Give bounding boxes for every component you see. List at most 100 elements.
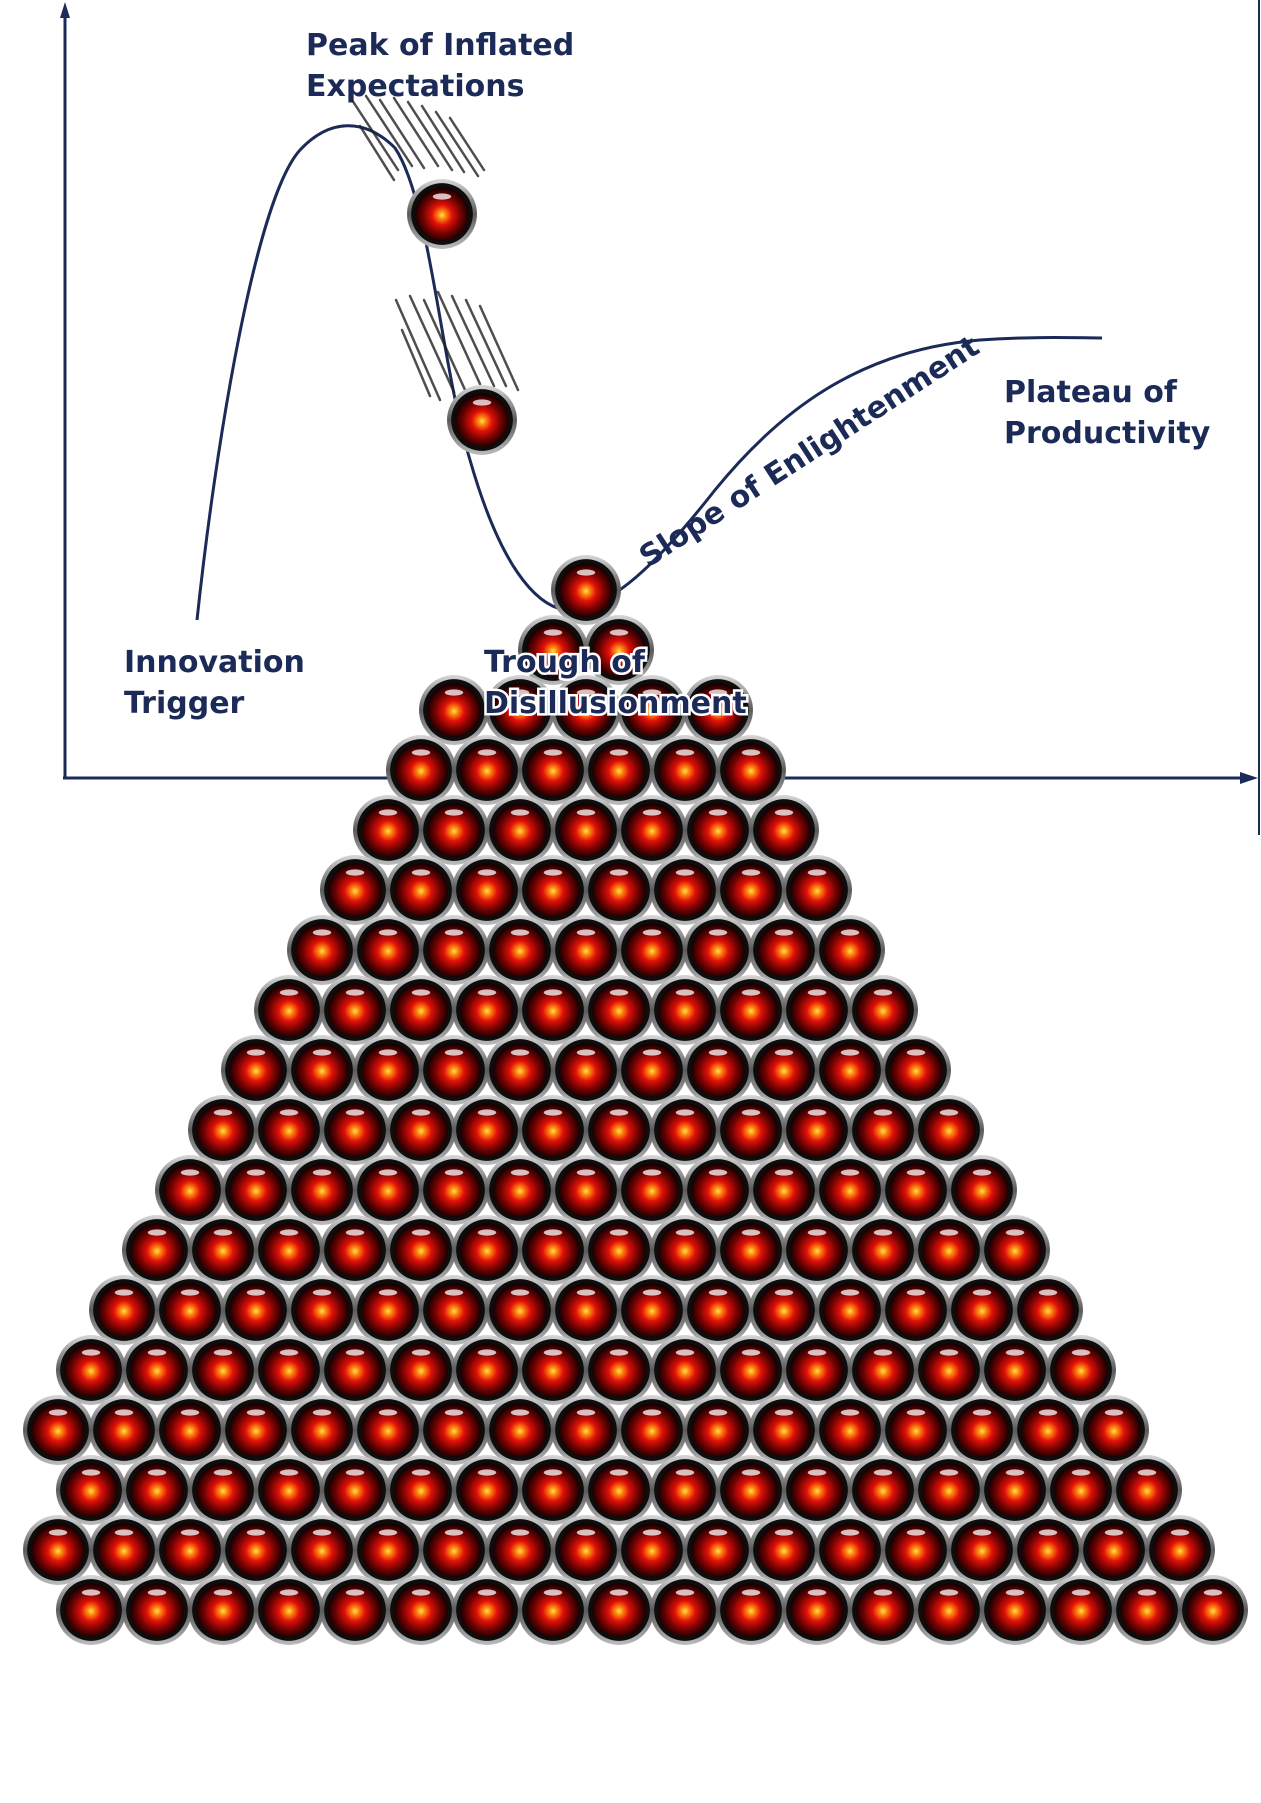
hal-9000-eye-icon <box>551 915 621 985</box>
hal-9000-eye-icon <box>551 795 621 865</box>
hal-9000-eye-icon <box>617 915 687 985</box>
hal-9000-eye-icon <box>155 1395 225 1465</box>
hal-9000-eye-icon <box>419 915 489 985</box>
hal-9000-eye-icon <box>650 1575 720 1645</box>
hal-9000-eye-icon <box>782 1215 852 1285</box>
hal-9000-eye-icon <box>287 1155 357 1225</box>
hal-9000-eye-icon <box>452 855 522 925</box>
hal-9000-eye-icon <box>188 1215 258 1285</box>
hal-9000-eye-icon <box>617 795 687 865</box>
hal-9000-eye-icon <box>617 1155 687 1225</box>
hal-9000-eye-icon <box>419 675 489 745</box>
hal-9000-eye-icon <box>683 1395 753 1465</box>
hal-9000-eye-icon <box>782 1335 852 1405</box>
hal-9000-eye-icon <box>650 735 720 805</box>
hal-9000-eye-icon <box>56 1335 126 1405</box>
hal-9000-eye-icon <box>254 1215 324 1285</box>
hal-9000-eye-icon <box>518 1455 588 1525</box>
hal-9000-eye-icon <box>1013 1275 1083 1345</box>
hal-9000-eye-icon <box>584 1335 654 1405</box>
hal-9000-eye-icon <box>881 1155 951 1225</box>
hal-9000-eye-icon <box>353 1275 423 1345</box>
hal-9000-eye-icon <box>485 1035 555 1105</box>
hal-9000-eye-icon <box>419 795 489 865</box>
hal-9000-eye-icon <box>848 1455 918 1525</box>
hal-9000-eye-icon <box>617 1275 687 1345</box>
hal-9000-eye-icon <box>1046 1455 1116 1525</box>
hal-9000-eye-icon <box>716 1335 786 1405</box>
hal-9000-eye-icon <box>353 1515 423 1585</box>
hal-9000-eye-icon <box>1178 1575 1248 1645</box>
hal-9000-eye-icon <box>287 1035 357 1105</box>
hal-9000-eye-icon <box>683 1515 753 1585</box>
y-axis-arrow <box>60 2 70 18</box>
hal-9000-eye-icon <box>89 1395 159 1465</box>
hal-9000-eye-icon <box>89 1515 159 1585</box>
hal-9000-eye-icon <box>1013 1515 1083 1585</box>
hal-9000-eye-icon <box>122 1455 192 1525</box>
hal-9000-eye-icon <box>221 1155 291 1225</box>
hal-9000-eye-icon <box>56 1575 126 1645</box>
hal-9000-eye-icon <box>683 1275 753 1345</box>
hal-9000-eye-icon <box>584 1455 654 1525</box>
hal-9000-eye-icon <box>518 855 588 925</box>
hal-9000-eye-icon <box>914 1215 984 1285</box>
hal-9000-eye-icon <box>452 975 522 1045</box>
hal-9000-eye-icon <box>485 915 555 985</box>
hal-9000-eye-icon <box>650 855 720 925</box>
hal-9000-eye-icon <box>386 1455 456 1525</box>
hal-9000-eye-icon <box>980 1215 1050 1285</box>
hal-9000-eye-icon <box>452 1575 522 1645</box>
hal-9000-eye-icon <box>254 1455 324 1525</box>
hal-9000-eye-icon <box>716 735 786 805</box>
hal-9000-eye-icon <box>188 1335 258 1405</box>
hal-9000-eye-icon <box>353 795 423 865</box>
hal-9000-eye-icon <box>716 855 786 925</box>
label-plateau: Plateau of Productivity <box>1004 375 1211 451</box>
hal-9000-eye-icon <box>518 1335 588 1405</box>
hal-9000-eye-icon <box>947 1275 1017 1345</box>
hal-9000-eye-icon <box>815 1515 885 1585</box>
hal-9000-eye-icon <box>452 1335 522 1405</box>
hal-9000-eye-icon <box>815 1275 885 1345</box>
hal-9000-eye-icon <box>848 975 918 1045</box>
hal-9000-eye-icon <box>254 975 324 1045</box>
hal-9000-eye-icon <box>122 1575 192 1645</box>
hal-9000-eye-icon <box>419 1515 489 1585</box>
hal-9000-eye-icon <box>122 1215 192 1285</box>
hal-9000-eye-icon <box>584 1215 654 1285</box>
hal-9000-eye-icon <box>617 1515 687 1585</box>
hal-9000-eye-icon <box>287 1395 357 1465</box>
hal-9000-eye-icon <box>551 1515 621 1585</box>
hal-9000-eye-icon <box>320 1335 390 1405</box>
hal-9000-eye-icon <box>683 1155 753 1225</box>
hal-9000-eye-icon <box>848 1095 918 1165</box>
hal-9000-eye-icon <box>947 1515 1017 1585</box>
hal-9000-eye-icon <box>518 1575 588 1645</box>
hal-9000-eye-icon <box>815 1395 885 1465</box>
hal-9000-eye-icon <box>551 555 621 625</box>
hal-9000-eye-icon <box>386 1575 456 1645</box>
hal-9000-eye-icon <box>1112 1455 1182 1525</box>
hal-9000-eye-icon <box>749 1275 819 1345</box>
hal-9000-eye-icon <box>188 1455 258 1525</box>
hal-9000-eye-icon <box>485 1395 555 1465</box>
hal-9000-eye-icon <box>683 1035 753 1105</box>
hal-9000-eye-icon <box>584 855 654 925</box>
hal-9000-eye-icon <box>485 1515 555 1585</box>
hal-9000-eye-icon <box>1013 1395 1083 1465</box>
hal-9000-eye-icon <box>254 1575 324 1645</box>
hal-9000-eye-icon <box>155 1515 225 1585</box>
hal-9000-eye-icon <box>782 975 852 1045</box>
hal-9000-eye-icon <box>584 1575 654 1645</box>
hal-9000-eye-icon <box>650 1095 720 1165</box>
hal-9000-eye-icon <box>782 1455 852 1525</box>
hal-9000-eye-icon <box>452 1095 522 1165</box>
hal-9000-eye-icon <box>287 915 357 985</box>
hal-9000-eye-icon <box>320 1215 390 1285</box>
hal-9000-eye-icon <box>353 915 423 985</box>
hal-9000-eye-icon <box>1079 1515 1149 1585</box>
hal-9000-eye-icon <box>782 1575 852 1645</box>
